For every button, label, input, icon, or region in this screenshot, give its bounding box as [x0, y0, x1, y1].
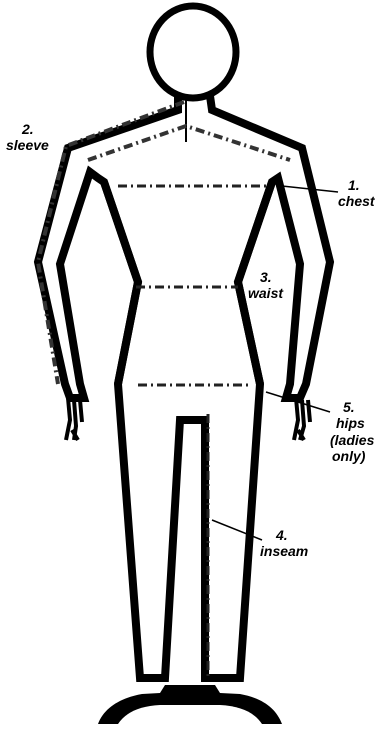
sleeve-label-number: 2. [21, 121, 34, 137]
head-outline [150, 6, 236, 98]
sleeve-measure-line [38, 102, 184, 384]
waist-label: waist [248, 285, 284, 301]
body-outline [38, 96, 330, 678]
chest-label: chest [338, 193, 376, 209]
hips-label-number: 5. [343, 399, 355, 415]
sleeve-label: sleeve [6, 137, 49, 153]
left-hand-icon [66, 398, 82, 440]
torso-outline [104, 182, 272, 384]
inseam-label: inseam [260, 543, 308, 559]
hips-note-line1: (ladies [330, 432, 375, 448]
inseam-label-number: 4. [275, 527, 288, 543]
hips-note-line2: only) [332, 448, 366, 464]
hips-label: hips [336, 415, 365, 431]
chest-label-number: 1. [348, 177, 360, 193]
waist-label-number: 3. [260, 269, 272, 285]
